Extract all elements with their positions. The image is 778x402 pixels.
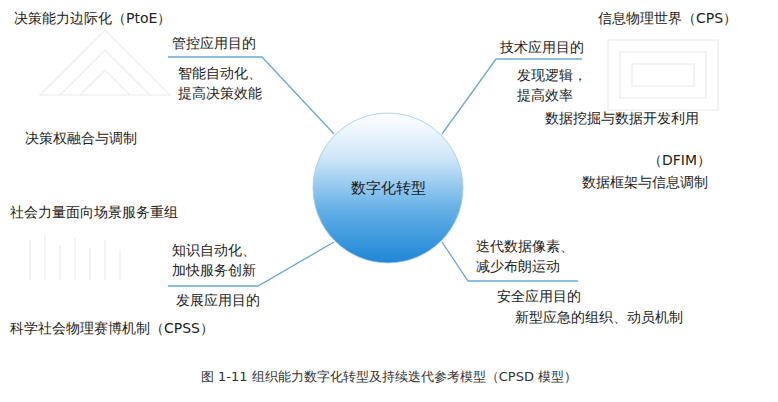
figure-caption: 图 1-11 组织能力数字化转型及持续迭代参考模型（CPSD 模型） xyxy=(201,368,577,386)
annotation-label: 数据挖掘与数据开发利用 xyxy=(545,108,699,128)
transformation-circle: 数字化转型 xyxy=(312,112,464,264)
annotation-label: 管控应用目的 xyxy=(172,33,256,53)
annotation-label: 信息物理世界（CPS） xyxy=(598,8,737,28)
annotation-label: 数据框架与信息调制 xyxy=(582,172,708,192)
annotation-label: 社会力量面向场景服务重组 xyxy=(10,202,178,222)
annotation-label: 技术应用目的 xyxy=(500,37,584,57)
annotation-label: 知识自动化、 加快服务创新 xyxy=(172,240,256,280)
annotation-label: 决策权融合与调制 xyxy=(25,128,137,148)
annotation-label: 发现逻辑， 提高效率 xyxy=(517,65,587,105)
watermark-figure xyxy=(30,30,718,280)
node-text: 数字化转型 xyxy=(351,179,426,198)
annotation-label: 发展应用目的 xyxy=(176,290,260,310)
annotation-label: 科学社会物理赛博机制（CPSS） xyxy=(10,318,214,338)
annotation-label: 决策能力边际化（PtoE） xyxy=(14,8,171,28)
annotation-label: 智能自动化、 提高决策效能 xyxy=(178,63,262,103)
annotation-label: （DFIM） xyxy=(648,150,711,170)
annotation-label: 迭代数据像素、 减少布朗运动 xyxy=(476,236,574,276)
annotation-label: 新型应急的组织、动员机制 xyxy=(515,307,683,327)
annotation-label: 安全应用目的 xyxy=(497,286,581,306)
